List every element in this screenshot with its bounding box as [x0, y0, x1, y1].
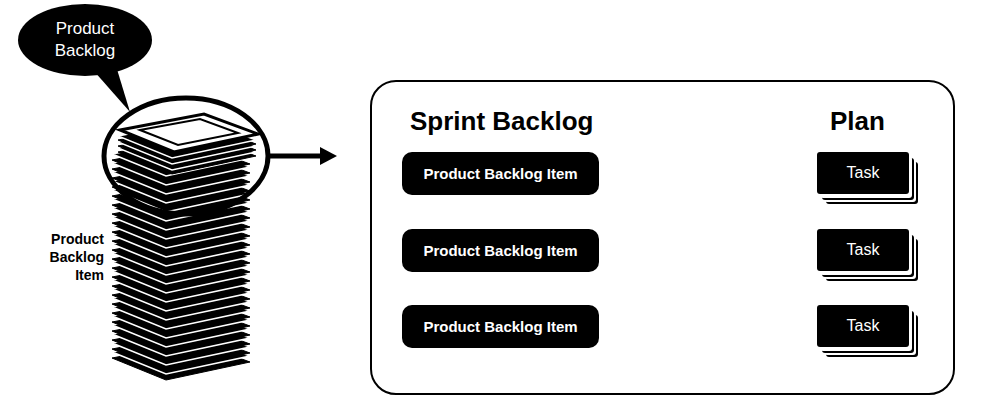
selection-arrow — [266, 154, 322, 159]
backlog-card — [140, 119, 238, 145]
task-card: Task — [817, 152, 909, 194]
column-heading: Sprint Backlog — [410, 106, 593, 137]
item-text: Product Backlog Item — [423, 242, 577, 259]
bubble-text: Product Backlog — [37, 18, 133, 62]
column-heading: Plan — [830, 106, 885, 137]
backlog-card — [120, 114, 258, 152]
task-text: Task — [847, 241, 880, 259]
sprint-panel: Sprint BacklogPlanProduct Backlog ItemTa… — [370, 80, 955, 395]
backlog-item-pill: Product Backlog Item — [402, 229, 599, 272]
task-card: Task — [817, 229, 909, 271]
card-stack — [112, 114, 258, 380]
stack-label: Product Backlog Item — [30, 230, 104, 285]
item-text: Product Backlog Item — [423, 318, 577, 335]
item-text: Product Backlog Item — [423, 165, 577, 182]
selection-ellipse — [104, 98, 268, 214]
task-text: Task — [847, 164, 880, 182]
bubble-shape — [18, 4, 152, 76]
arrow-head — [320, 147, 337, 165]
backlog-item-pill: Product Backlog Item — [402, 305, 599, 348]
speech-bubble: Product Backlog — [18, 4, 152, 76]
task-text: Task — [847, 317, 880, 335]
backlog-item-pill: Product Backlog Item — [402, 152, 599, 195]
task-card: Task — [817, 305, 909, 347]
